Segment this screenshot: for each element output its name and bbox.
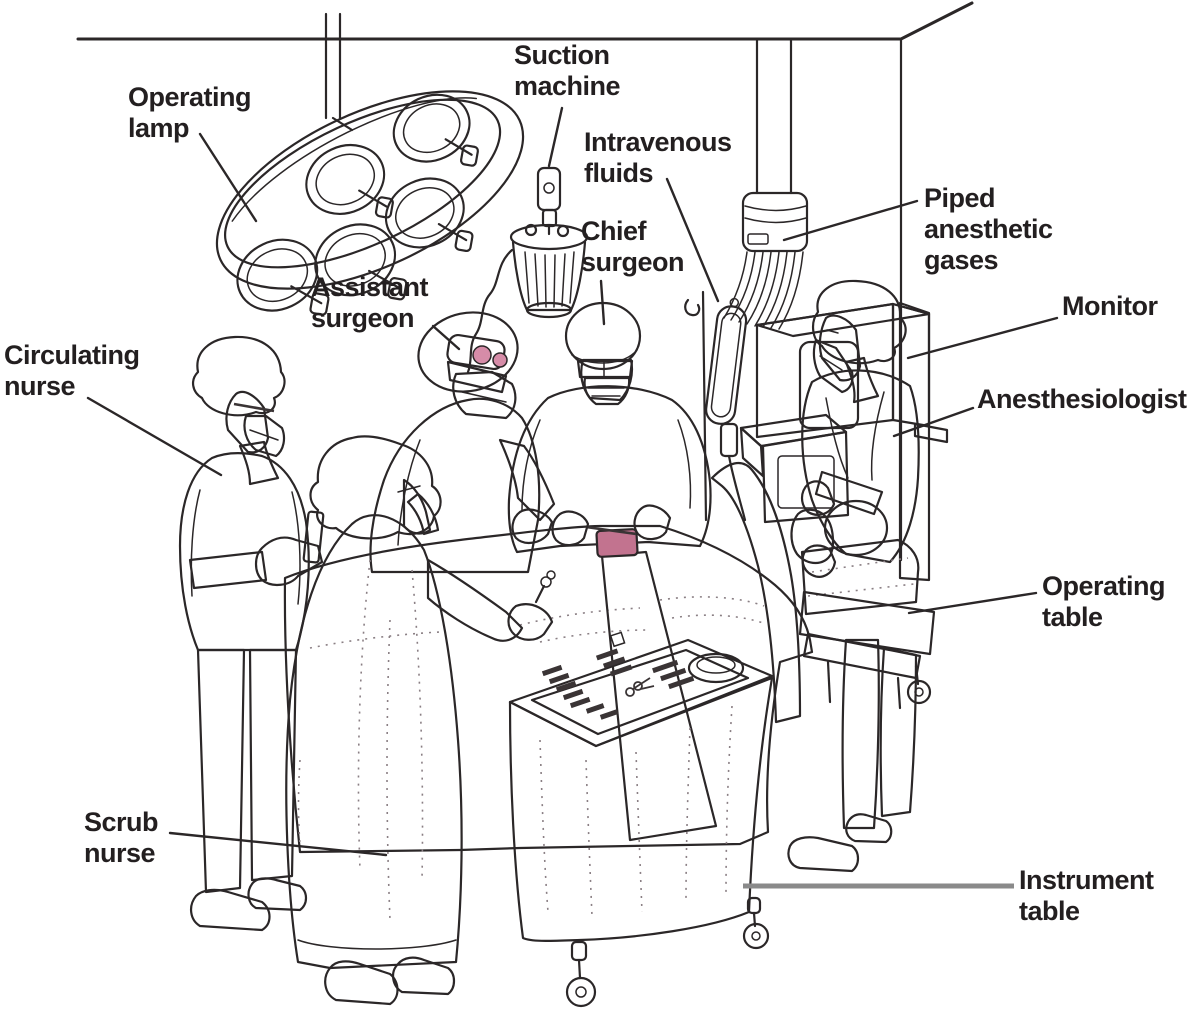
label-instrument-table: Instrument table <box>1019 865 1154 926</box>
table-headboard <box>712 463 800 722</box>
lamp-light <box>226 227 339 344</box>
leader-scrub-nurse <box>170 833 386 855</box>
label-intravenous-fluids: Intravenous fluids <box>584 127 732 188</box>
leader-anesthesiologist <box>894 408 973 436</box>
leader-piped-gases <box>784 201 917 240</box>
leader-assistant-surgeon <box>433 326 459 349</box>
assistant-goggles <box>446 334 507 370</box>
pillow <box>802 540 918 614</box>
suction-machine <box>468 168 587 372</box>
anesthesiologist-cap <box>813 281 906 363</box>
drip-chamber <box>721 424 737 456</box>
leader-circulating-nurse <box>88 398 221 475</box>
machine-frame <box>900 303 929 580</box>
operating-lamp <box>188 14 568 363</box>
surgical-instruments <box>541 648 695 720</box>
leader-monitor <box>908 318 1057 358</box>
assistant-mask <box>453 372 515 418</box>
chief-goggles <box>578 361 632 377</box>
instrument-table <box>510 632 772 1006</box>
anesthesiologist-legs <box>788 640 916 871</box>
label-assistant-surgeon: Assistant surgeon <box>311 272 429 333</box>
circulating-nurse-cap <box>193 337 284 415</box>
label-circulating-nurse: Circulating nurse <box>4 340 140 401</box>
specimen-tube <box>303 511 323 562</box>
bowl <box>689 654 743 682</box>
lamp-light <box>375 166 484 279</box>
leader-chief-surgeon <box>601 281 604 324</box>
scissors <box>626 678 654 696</box>
lamp-light <box>383 83 490 193</box>
table-caster <box>908 681 930 703</box>
intravenous-fluids <box>685 292 748 520</box>
leader-intravenous-fluids <box>667 179 718 301</box>
anesthesiologist-hands <box>791 510 835 577</box>
assistant-cap <box>411 303 525 400</box>
leader-suction-machine <box>549 108 562 166</box>
surgeon-hands <box>513 506 670 545</box>
piped-anesthetic-gases <box>724 40 807 329</box>
lamp-light <box>295 133 404 246</box>
label-anesthesiologist: Anesthesiologist <box>977 384 1187 414</box>
monitor <box>741 303 947 580</box>
scrub-nurse-mask <box>408 494 438 534</box>
circulating-nurse-mask <box>244 416 284 456</box>
label-operating-lamp: Operating lamp <box>128 82 252 143</box>
label-piped-anesthetic-gases: Piped anesthetic gases <box>924 183 1053 275</box>
scrub-nurse <box>286 436 555 1004</box>
lamp-light <box>304 212 417 329</box>
leader-lines <box>88 108 1057 886</box>
anesthesiologist-mask <box>814 340 853 392</box>
label-monitor: Monitor <box>1062 291 1158 321</box>
scrub-nurse-cap <box>311 436 441 538</box>
table-drape <box>510 678 772 941</box>
chief-mask <box>585 378 630 404</box>
chief-surgeon <box>509 303 711 552</box>
label-scrub-nurse: Scrub nurse <box>84 807 159 868</box>
held-instrument <box>536 571 555 602</box>
label-chief-surgeon: Chief surgeon <box>581 216 685 277</box>
monitor-screen <box>800 342 858 428</box>
label-suction-machine: Suction machine <box>514 40 621 101</box>
instrument-tray <box>532 650 748 734</box>
label-operating-table: Operating table <box>1042 571 1166 632</box>
gas-hoses <box>724 252 803 329</box>
patient-drape <box>285 526 812 852</box>
circulating-nurse-glasses <box>234 404 274 411</box>
anesthesiologist <box>802 281 919 562</box>
leader-operating-table <box>909 593 1036 613</box>
instrument-table-casters <box>567 898 768 1006</box>
leader-operating-lamp <box>200 134 256 221</box>
